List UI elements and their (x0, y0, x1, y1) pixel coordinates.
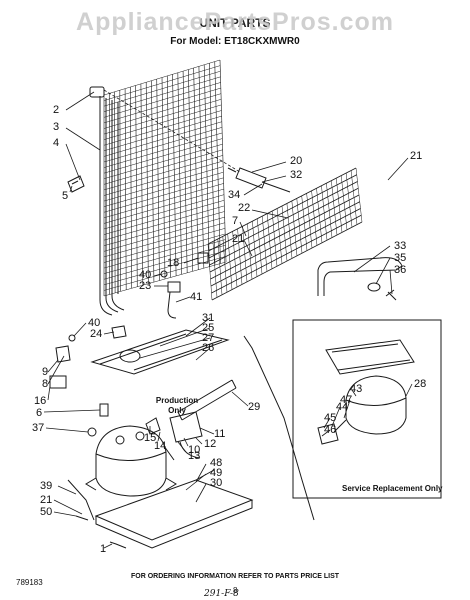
callout-48: 48 (210, 457, 223, 469)
callout-22: 22 (238, 202, 251, 214)
figure-code: 789183 (16, 578, 43, 587)
callout-25: 25 (202, 322, 215, 334)
callout-21-middle: 21 (232, 233, 245, 245)
callout-24: 24 (90, 328, 103, 340)
watermark-text: AppliancePartsPros.com (76, 8, 394, 36)
callout-43: 43 (350, 383, 363, 395)
callout-5: 5 (62, 190, 69, 202)
screw-1 (109, 541, 127, 549)
callout-32: 32 (290, 169, 303, 181)
leader-lines (43, 89, 413, 549)
screw-50 (75, 515, 89, 521)
part-24 (111, 325, 127, 339)
callout-10: 10 (188, 444, 201, 456)
callout-47: 47 (340, 394, 353, 406)
callout-8: 8 (42, 378, 49, 390)
callout-26: 26 (202, 342, 215, 354)
evaporator-coil (103, 59, 227, 297)
service-relay (317, 423, 339, 445)
callout-28: 28 (414, 378, 427, 390)
drain-pan (90, 329, 230, 375)
callout-16: 16 (34, 395, 47, 407)
overload (145, 417, 161, 435)
callout-18: 18 (167, 257, 180, 269)
callout-7: 7 (232, 215, 239, 227)
callout-4: 4 (53, 137, 60, 149)
part-6 (99, 403, 109, 417)
wire-harness (163, 441, 201, 461)
callout-23: 23 (139, 280, 152, 292)
callout-1: 1 (100, 543, 107, 555)
callout-44: 44 (336, 401, 349, 413)
screw-part (385, 289, 397, 301)
thermostat-part (167, 281, 181, 293)
callout-6: 6 (36, 407, 43, 419)
drier (235, 167, 267, 189)
accumulator (89, 86, 105, 98)
callout-45: 45 (324, 412, 337, 424)
callout-30: 30 (210, 477, 223, 489)
callout-34: 34 (228, 189, 241, 201)
callout-35: 35 (394, 252, 407, 264)
ordering-instruction: FOR ORDERING INFORMATION REFER TO PARTS … (130, 573, 340, 580)
callout-33: 33 (394, 240, 407, 252)
pan-fitting (119, 349, 141, 363)
callout-50: 50 (40, 506, 53, 518)
callout-3: 3 (53, 121, 60, 133)
callout-37: 37 (32, 422, 45, 434)
callout-40: 40 (139, 269, 152, 281)
pan-tube (243, 335, 315, 521)
wire-lead (167, 291, 177, 319)
callout-27: 27 (202, 332, 215, 344)
callout-39: 39 (40, 480, 53, 492)
callout-31: 31 (202, 312, 215, 324)
callout-46: 46 (324, 424, 337, 436)
service-wire (333, 419, 347, 433)
handwritten-note: 291-F-8 (204, 589, 239, 599)
page-number: 8 (233, 586, 238, 595)
service-compressor (345, 375, 407, 435)
part-16 (49, 375, 67, 389)
production-only-note: Production Only (155, 396, 199, 415)
screw-40 (68, 334, 76, 342)
model-line: For Model: ET18CKXMWR0 (170, 36, 300, 47)
callout-13: 13 (188, 450, 201, 462)
service-replacement-note: Service Replacement Only (342, 484, 443, 493)
callout-29: 29 (248, 401, 261, 413)
base-pan (94, 479, 254, 549)
service-pan (325, 339, 415, 375)
page-title: UNIT PARTS (199, 16, 271, 30)
callout-36: 36 (394, 264, 407, 276)
service-replacement-box (292, 319, 442, 499)
callout-11: 11 (214, 428, 226, 440)
defrost-heater (177, 379, 237, 421)
part-37 (87, 427, 97, 437)
callout-20: 20 (290, 155, 303, 167)
compressor (85, 425, 177, 497)
callout-41: 41 (190, 291, 203, 303)
callout-14: 14 (154, 440, 167, 452)
drier-tube (227, 167, 291, 193)
callout-12: 12 (204, 438, 217, 450)
callout-49: 49 (210, 467, 223, 479)
callout-21-bottom: 21 (40, 494, 53, 506)
drain-heater-loop (317, 257, 403, 296)
clip-part (67, 175, 85, 193)
grommet (367, 282, 381, 292)
callout-21: 21 (410, 150, 423, 162)
part-9 (55, 345, 71, 363)
callout-2: 2 (53, 104, 60, 116)
callout-40-left: 40 (88, 317, 101, 329)
callout-15: 15 (144, 432, 157, 444)
evaporator-tubing (99, 96, 125, 316)
callout-9: 9 (42, 366, 49, 378)
condenser-coil (207, 167, 363, 301)
relay (169, 411, 203, 443)
